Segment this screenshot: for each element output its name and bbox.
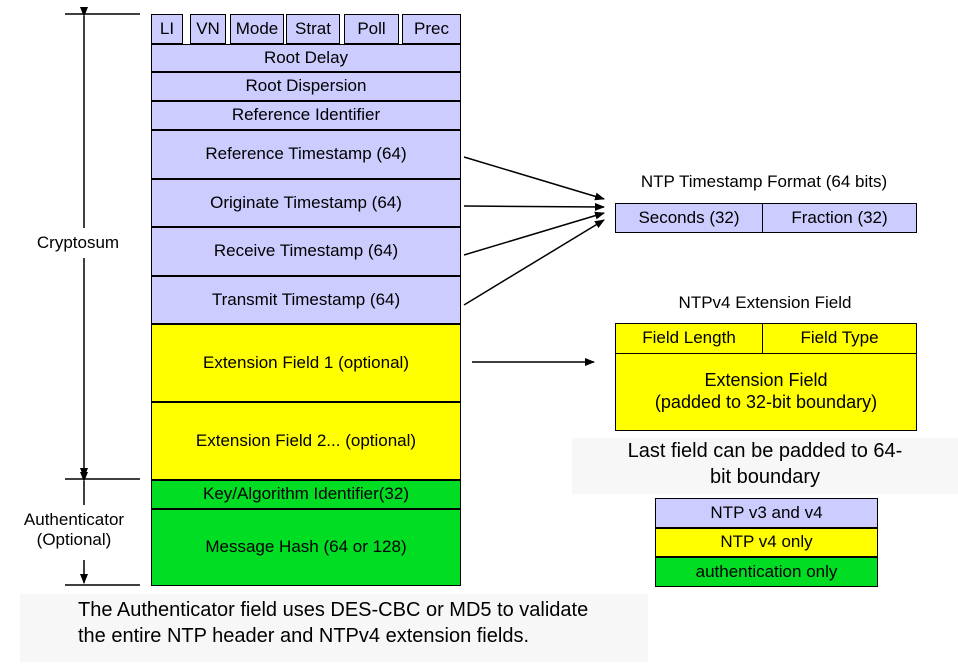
- root-dispersion-field: Root Dispersion: [151, 72, 461, 101]
- message-hash-field: Message Hash (64 or 128): [151, 509, 461, 586]
- field-type-field: Field Type: [762, 323, 917, 354]
- reference-timestamp-field: Reference Timestamp (64): [151, 130, 461, 179]
- header-field-mode: Mode: [230, 14, 284, 44]
- header-field-vn: VN: [190, 14, 226, 44]
- header-field-poll: Poll: [344, 14, 399, 44]
- extension-field-body-line2: (padded to 32-bit boundary): [654, 392, 878, 412]
- legend-item-v3-v4: NTP v3 and v4: [655, 498, 878, 528]
- extension-field-title: NTPv4 Extension Field: [678, 293, 852, 312]
- header-field-li: LI: [151, 14, 183, 44]
- timestamp-format-title: NTP Timestamp Format (64 bits): [640, 172, 888, 191]
- extension-field-body: Extension Field (padded to 32-bit bounda…: [615, 353, 917, 431]
- extension-field-2: Extension Field 2... (optional): [151, 402, 461, 480]
- root-delay-field: Root Delay: [151, 44, 461, 72]
- timestamp-arrows: [463, 156, 605, 306]
- extension-field-1: Extension Field 1 (optional): [151, 324, 461, 402]
- originate-timestamp-field: Originate Timestamp (64): [151, 179, 461, 227]
- transmit-timestamp-field: Transmit Timestamp (64): [151, 276, 461, 324]
- extension-field-body-line1: Extension Field: [704, 370, 828, 391]
- header-field-prec: Prec: [402, 14, 461, 44]
- authenticator-footnote-line1: The Authenticator field uses DES-CBC or …: [78, 599, 589, 621]
- header-field-strat: Strat: [286, 14, 340, 44]
- padding-note-line1: Last field can be padded to 64-: [627, 440, 903, 462]
- authenticator-footnote: The Authenticator field uses DES-CBC or …: [20, 594, 648, 662]
- authenticator-label-line1: Authenticator: [23, 510, 125, 529]
- fraction-field: Fraction (32): [762, 203, 917, 233]
- authenticator-footnote-line2: the entire NTP header and NTPv4 extensio…: [78, 625, 529, 647]
- padding-note: Last field can be padded to 64- bit boun…: [572, 438, 958, 494]
- legend-item-auth-only: authentication only: [655, 557, 878, 587]
- reference-identifier-field: Reference Identifier: [151, 101, 461, 130]
- padding-note-line2: bit boundary: [709, 466, 821, 488]
- cryptosum-bracket: [65, 7, 140, 480]
- cryptosum-label: Cryptosum: [18, 233, 138, 254]
- authenticator-bracket: [65, 472, 140, 586]
- authenticator-label: Authenticator (Optional): [4, 510, 144, 551]
- key-algorithm-identifier-field: Key/Algorithm Identifier(32): [151, 480, 461, 509]
- legend-item-v4-only: NTP v4 only: [655, 528, 878, 557]
- seconds-field: Seconds (32): [615, 203, 763, 233]
- field-length-field: Field Length: [615, 323, 763, 354]
- receive-timestamp-field: Receive Timestamp (64): [151, 227, 461, 276]
- authenticator-label-line2: (Optional): [36, 530, 112, 550]
